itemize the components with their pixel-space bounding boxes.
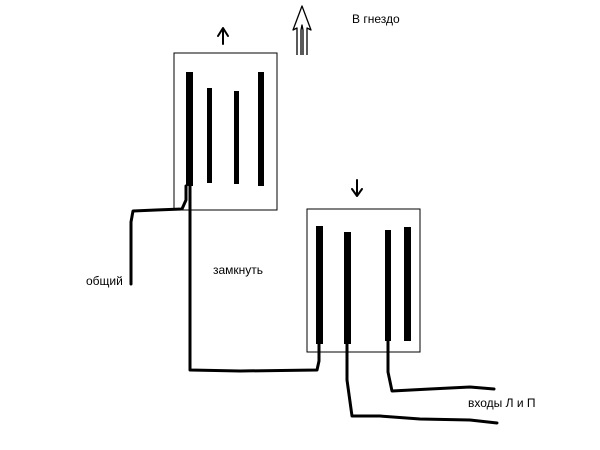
- common-wire: [129, 184, 188, 286]
- top-connector-up-arrow-icon: [217, 27, 229, 45]
- bottom-connector-housing: [306, 208, 421, 353]
- bottom-connector: [306, 179, 421, 353]
- label-inputs: входы Л и П: [468, 396, 536, 410]
- top-plate-1: [186, 72, 193, 186]
- short-wire: [188, 184, 321, 373]
- bottom-connector-down-arrow-icon: [351, 179, 363, 197]
- label-common: общий: [86, 274, 123, 288]
- bottom-plate-4: [404, 227, 411, 341]
- big-up-arrow-icon: [292, 5, 312, 55]
- bottom-plate-2: [344, 232, 351, 344]
- label-short: замкнуть: [213, 263, 264, 277]
- top-connector-housing: [173, 52, 278, 211]
- label-to-socket: В гнездо: [352, 12, 400, 26]
- bottom-plate-1: [316, 226, 323, 344]
- bottom-plate-3: [385, 230, 391, 341]
- top-connector: [173, 27, 278, 211]
- top-plate-3: [234, 91, 239, 184]
- input-wire-right: [386, 339, 496, 393]
- top-plate-2: [207, 88, 212, 183]
- top-plate-4: [258, 72, 264, 186]
- input-wire-left: [345, 342, 499, 425]
